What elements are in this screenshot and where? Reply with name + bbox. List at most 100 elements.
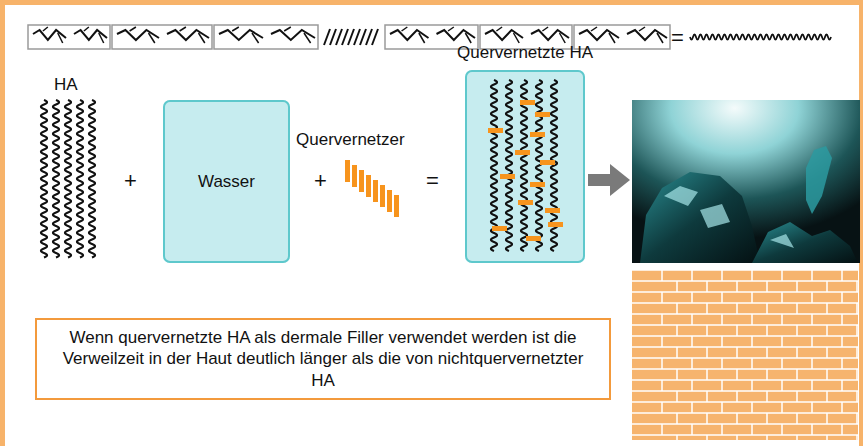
brick-mortar — [841, 292, 843, 303]
monomer-bond — [180, 27, 186, 31]
repeat-slash — [360, 29, 366, 45]
repeat-slash — [372, 29, 378, 45]
brick-mortar — [632, 412, 858, 414]
brick-mortar — [661, 402, 663, 413]
ha-chain — [65, 100, 71, 258]
brick-mortar — [632, 324, 858, 326]
monomer-bond — [465, 33, 471, 43]
brick-mortar — [691, 358, 693, 369]
crosslink-bar — [540, 160, 555, 165]
brick-mortar — [826, 435, 828, 440]
gel-drip — [806, 146, 832, 214]
box-heading: Quervernetzte HA — [457, 42, 593, 63]
brick-mortar — [766, 413, 768, 424]
ha-chain — [53, 100, 59, 258]
brick-mortar — [796, 413, 798, 424]
brick-mortar — [751, 380, 753, 391]
brick-mortar — [691, 314, 693, 325]
brick-mortar — [691, 270, 693, 281]
brick-mortar — [676, 281, 678, 292]
brick-mortar — [721, 270, 723, 281]
water-box: Wasser — [163, 100, 290, 263]
ha-chain — [491, 80, 497, 251]
brick-mortar — [676, 391, 678, 402]
brick-mortar — [632, 302, 858, 304]
crosslink-bar — [526, 236, 541, 241]
brick-mortar — [751, 314, 753, 325]
equals-sign: = — [426, 168, 439, 194]
brick-mortar — [811, 292, 813, 303]
plus-sign: + — [124, 168, 137, 194]
brick-mortar — [796, 347, 798, 358]
brick-mortar — [781, 424, 783, 435]
brick-mortar — [736, 303, 738, 314]
brick-mortar — [691, 424, 693, 435]
monomer-bond — [304, 33, 311, 43]
brick-mortar — [706, 369, 708, 380]
ha-chain — [89, 100, 95, 258]
crosslinker-bar — [345, 160, 350, 182]
gel-chunk — [752, 222, 858, 263]
brick-mortar — [766, 391, 768, 402]
ha-chain — [690, 35, 831, 40]
brick-mortar — [826, 413, 828, 424]
ha-chain — [41, 100, 47, 258]
result-arrow — [588, 164, 630, 196]
monomer-bond — [639, 27, 645, 31]
repeat-slash — [342, 29, 348, 45]
monomer-bond — [448, 27, 454, 31]
brick-mortar — [766, 325, 768, 336]
ha-chain — [506, 80, 512, 251]
brick-mortar — [751, 402, 753, 413]
monomer-bond — [252, 33, 259, 43]
brick-mortar — [856, 369, 858, 380]
brick-mortar — [706, 347, 708, 358]
brick-mortar — [751, 292, 753, 303]
monomer-bond — [591, 27, 597, 31]
brick-mortar — [766, 347, 768, 358]
note-box: Wenn quervernetzte HA als dermale Filler… — [35, 318, 611, 400]
monomer-bond — [284, 27, 291, 31]
crosslinker-bar — [352, 165, 357, 187]
brick-mortar — [632, 401, 858, 403]
brick-mortar — [706, 413, 708, 424]
brick-mortar — [721, 314, 723, 325]
brick-mortar — [736, 369, 738, 380]
brick-mortar — [796, 281, 798, 292]
monomer-box — [28, 25, 110, 49]
crosslinked-box: Quervernetzte HA — [465, 70, 585, 263]
brick-mortar — [706, 281, 708, 292]
brick-mortar — [766, 369, 768, 380]
monomer-bond — [609, 33, 615, 43]
brick-mortar — [632, 390, 858, 392]
brick-mortar — [781, 402, 783, 413]
frame-line — [0, 0, 5, 446]
monomer-bond — [130, 27, 136, 31]
crosslinker-bar — [380, 185, 385, 207]
brick-mortar — [811, 380, 813, 391]
brick-mortar — [706, 435, 708, 440]
brick-mortar — [661, 314, 663, 325]
brick-mortar — [676, 369, 678, 380]
brick-mortar — [796, 369, 798, 380]
brick-mortar — [811, 336, 813, 347]
brick-mortar — [721, 424, 723, 435]
brick-mortar — [676, 325, 678, 336]
brick-mortar — [811, 314, 813, 325]
brick-mortar — [751, 270, 753, 281]
brick-mortar — [856, 413, 858, 424]
brick-mortar — [781, 270, 783, 281]
brick-mortar — [826, 391, 828, 402]
brick-mortar — [781, 380, 783, 391]
brick-mortar — [796, 325, 798, 336]
repeat-slash — [366, 29, 372, 45]
plus-sign: + — [314, 168, 327, 194]
crosslink-bar — [545, 208, 560, 213]
monomer-bond — [232, 27, 239, 31]
brick-mortar — [796, 435, 798, 440]
brick-mortar — [826, 347, 828, 358]
crosslink-bar — [530, 182, 545, 187]
brick-mortar — [796, 391, 798, 402]
crosslink-bar — [520, 100, 535, 105]
